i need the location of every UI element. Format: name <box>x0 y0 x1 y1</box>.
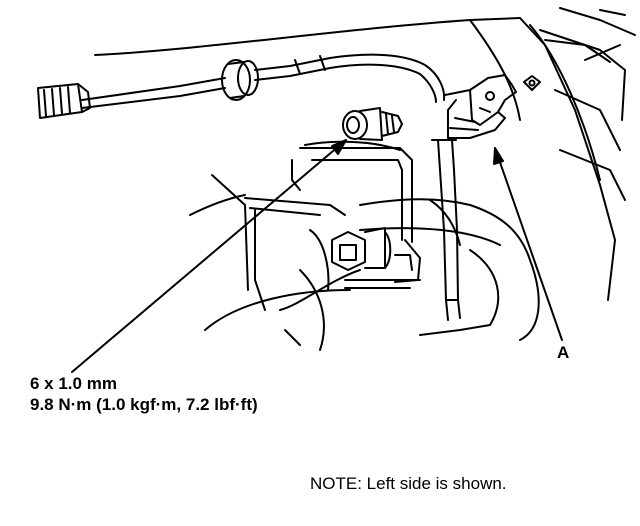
body-panel <box>94 7 636 301</box>
callout-a-leader <box>493 147 563 341</box>
bracket-plate <box>244 147 421 311</box>
sensor-cable <box>81 53 446 109</box>
knuckle-body <box>189 140 540 351</box>
cable-grommet <box>221 59 259 101</box>
connector-plug <box>37 83 91 119</box>
torque-spec-label: 9.8 N·m (1.0 kgf·m, 7.2 lbf·ft) <box>30 395 258 414</box>
fastener-size-label: 6 x 1.0 mm <box>30 374 117 393</box>
spec-leader <box>71 139 347 373</box>
flange-bolt <box>342 107 403 141</box>
note-text: NOTE: Left side is shown. <box>310 474 507 493</box>
sensor-lead <box>431 139 461 321</box>
sensor-bracket <box>444 74 517 139</box>
bracket-bolt <box>523 75 541 91</box>
hub-nut <box>331 227 413 271</box>
callout-a-label: A <box>557 343 570 362</box>
